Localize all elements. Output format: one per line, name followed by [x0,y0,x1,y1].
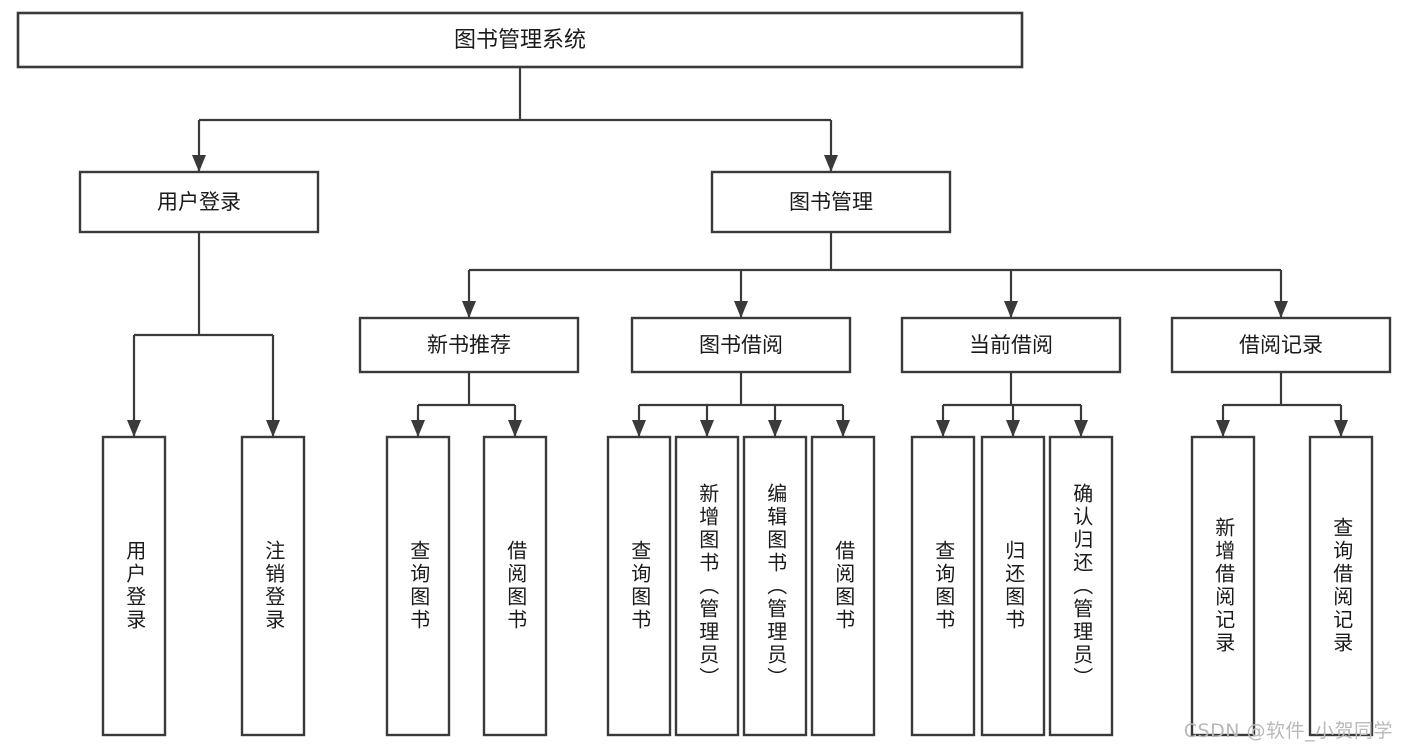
node-leaf-borrow-book-2[interactable] [810,435,876,737]
current-borrow-arrow-0 [936,420,950,437]
connectors-layer [127,67,1348,437]
node-leaf-user-login[interactable] [101,435,167,737]
node-leaf-query-book-1[interactable] [385,435,451,737]
node-label-new-book-recommend: 新书推荐 [427,333,511,357]
node-box-leaf-add-book [674,435,740,737]
node-label-root: 图书管理系统 [454,28,586,53]
node-label-user-login: 用户登录 [157,190,241,214]
current-borrow-arrow-2 [1074,420,1088,437]
node-box-user-login [78,170,320,234]
node-leaf-query-book-2[interactable] [606,435,672,737]
node-label-borrow-record: 借阅记录 [1239,333,1323,357]
node-leaf-borrow-book-1[interactable] [482,435,548,737]
node-leaf-return-book[interactable] [980,435,1046,737]
node-leaf-query-book-3[interactable] [910,435,976,737]
book-manage-arrow-2 [1004,301,1018,318]
node-label-current-borrow: 当前借阅 [969,333,1053,357]
root-arrow-0 [192,155,206,172]
book-borrow-arrow-0 [632,420,646,437]
node-box-leaf-confirm-return [1048,435,1114,737]
node-borrow-record[interactable]: 借阅记录 [1170,316,1392,374]
node-book-manage[interactable]: 图书管理 [710,170,952,234]
node-leaf-edit-book[interactable] [742,435,808,737]
new-book-recommend-arrow-1 [508,420,522,437]
node-box-leaf-user-login [101,435,167,737]
node-box-book-borrow [630,316,852,374]
node-box-leaf-return-book [980,435,1046,737]
book-manage-arrow-0 [462,301,476,318]
node-box-new-book-recommend [358,316,580,374]
node-box-leaf-query-record [1308,435,1374,737]
current-borrow-arrow-1 [1006,420,1020,437]
node-box-leaf-borrow-book-2 [810,435,876,737]
node-label-book-manage: 图书管理 [789,190,873,214]
node-label-book-borrow: 图书借阅 [699,333,783,357]
node-box-current-borrow [900,316,1122,374]
node-new-book-recommend[interactable]: 新书推荐 [358,316,580,374]
node-box-leaf-query-book-3 [910,435,976,737]
book-borrow-arrow-1 [700,420,714,437]
root-arrow-1 [824,155,838,172]
node-box-borrow-record [1170,316,1392,374]
node-leaf-add-book[interactable] [674,435,740,737]
user-login-arrow-1 [266,420,280,437]
book-manage-arrow-3 [1274,301,1288,318]
node-book-borrow[interactable]: 图书借阅 [630,316,852,374]
node-box-leaf-edit-book [742,435,808,737]
node-box-leaf-add-record [1190,435,1256,737]
borrow-record-arrow-0 [1216,420,1230,437]
watermark-text: CSDN @软件_小贺同学 [1183,720,1393,742]
book-borrow-arrow-3 [836,420,850,437]
node-box-root [16,11,1024,69]
node-box-leaf-query-book-2 [606,435,672,737]
book-borrow-arrow-2 [768,420,782,437]
node-box-leaf-query-book-1 [385,435,451,737]
node-current-borrow[interactable]: 当前借阅 [900,316,1122,374]
book-manage-arrow-1 [734,301,748,318]
node-leaf-user-logout[interactable] [240,435,306,737]
node-leaf-add-record[interactable] [1190,435,1256,737]
node-leaf-query-record[interactable] [1308,435,1374,737]
node-box-book-manage [710,170,952,234]
new-book-recommend-arrow-0 [411,420,425,437]
node-leaf-confirm-return[interactable] [1048,435,1114,737]
node-box-leaf-user-logout [240,435,306,737]
borrow-record-arrow-1 [1334,420,1348,437]
node-box-leaf-borrow-book-1 [482,435,548,737]
node-user-login[interactable]: 用户登录 [78,170,320,234]
user-login-arrow-0 [127,420,141,437]
node-root[interactable]: 图书管理系统 [16,11,1024,69]
